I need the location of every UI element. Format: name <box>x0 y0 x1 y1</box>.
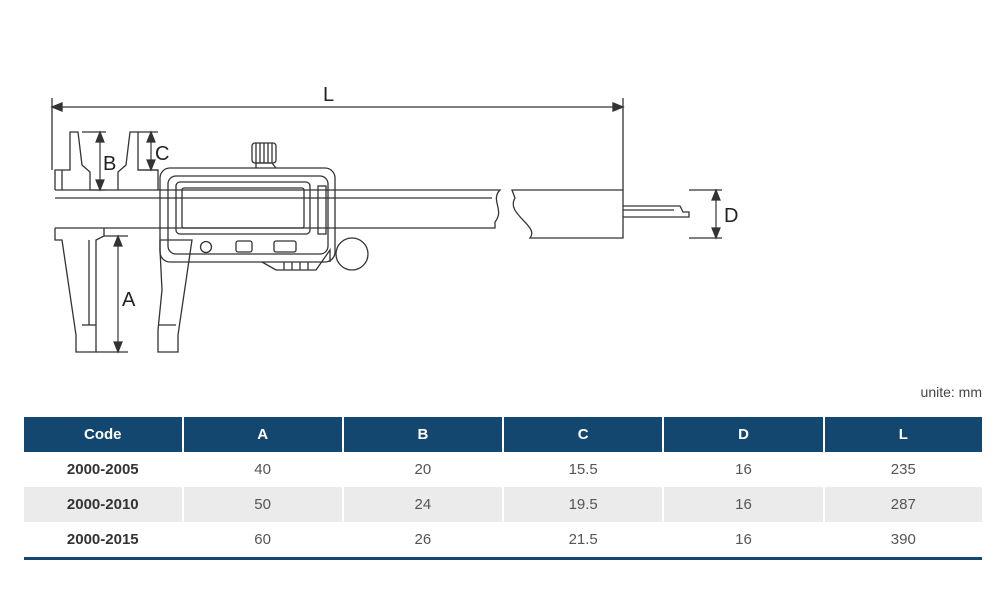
cell-c: 15.5 <box>501 452 664 487</box>
column-header-code: Code <box>24 417 183 452</box>
cell-code: 2000-2005 <box>66 461 139 478</box>
column-header-l: L <box>822 417 982 452</box>
table-header-row: Code A B C D L <box>24 417 982 452</box>
column-header-c: C <box>501 417 664 452</box>
cell-code: 2000-2015 <box>24 522 183 560</box>
cell-b: 26 <box>341 522 503 560</box>
column-header-b: B <box>341 417 503 452</box>
cell-a: 40 <box>181 452 343 487</box>
cell-d: 16 <box>662 522 824 560</box>
cell-code: 2000-2010 <box>24 487 183 522</box>
caliper-diagram: L B C A D <box>50 84 738 354</box>
cell-l: 235 <box>822 452 982 487</box>
dimension-label-b: B <box>103 153 116 175</box>
cell-c: 21.5 <box>501 522 664 560</box>
table-row: 2000-2015 60 26 21.5 16 390 <box>24 522 982 560</box>
cell-d: 16 <box>662 452 824 487</box>
cell-a: 50 <box>181 487 343 522</box>
unit-note: unite: mm <box>920 384 982 400</box>
cell-l: 390 <box>822 522 982 560</box>
dimension-label-a: A <box>122 289 136 311</box>
column-header-d: D <box>662 417 824 452</box>
dimension-label-c: C <box>155 143 169 165</box>
cell-l: 287 <box>822 487 982 522</box>
column-header-a: A <box>181 417 343 452</box>
spec-table: Code A B C D L 2000-2005 40 20 15.5 16 2… <box>24 417 982 560</box>
cell-c: 19.5 <box>501 487 664 522</box>
cell-b: 24 <box>341 487 503 522</box>
dimension-label-d: D <box>724 205 738 227</box>
table-row: 2000-2005 40 20 15.5 16 235 <box>24 452 982 487</box>
dimension-label-l: L <box>323 84 334 106</box>
cell-b: 20 <box>341 452 503 487</box>
cell-d: 16 <box>662 487 824 522</box>
table-row: 2000-2010 50 24 19.5 16 287 <box>24 487 982 522</box>
cell-a: 60 <box>181 522 343 560</box>
